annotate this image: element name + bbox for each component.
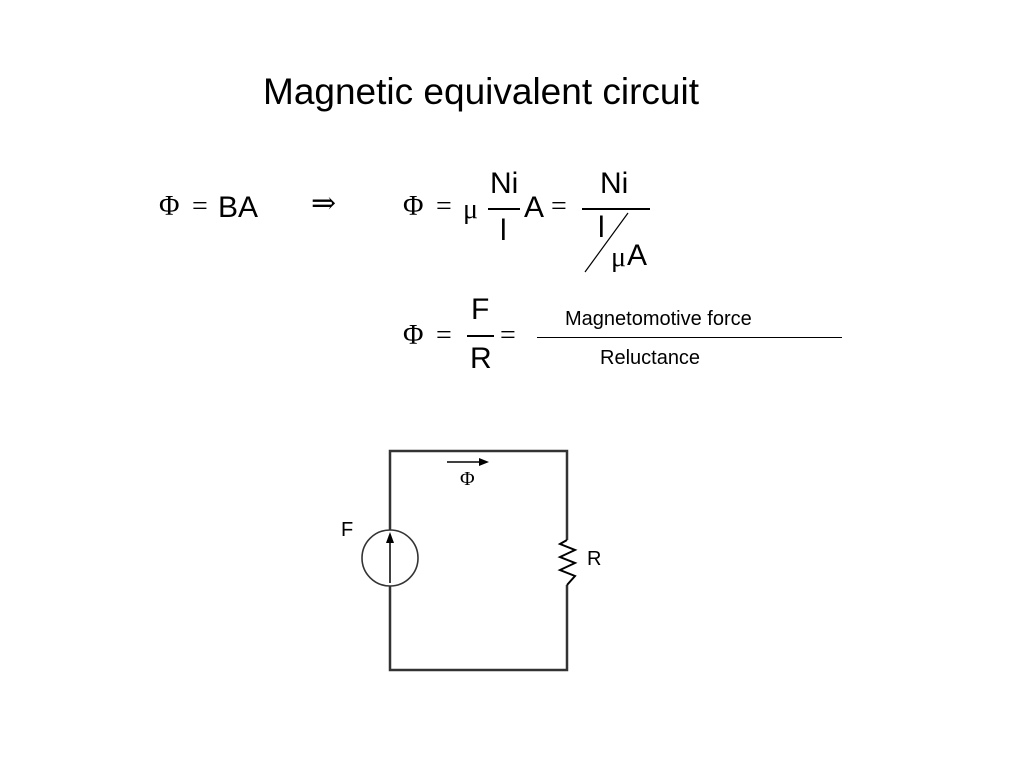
- flux-arrowhead: [479, 458, 489, 466]
- numerator-f: F: [471, 293, 490, 326]
- numerator-ni: Ni: [490, 167, 519, 200]
- equals-sign-2: =: [551, 191, 567, 222]
- inner-numerator-l: l: [598, 211, 605, 244]
- reluctance-label: Reluctance: [600, 347, 701, 369]
- equals-sign: =: [192, 191, 208, 222]
- denominator-l: l: [500, 214, 507, 247]
- equals-sign: =: [436, 320, 452, 351]
- denominator-r: R: [470, 342, 492, 375]
- mu-symbol-2: μ: [611, 242, 627, 273]
- mu-symbol: μ: [463, 194, 479, 225]
- numerator-ni-2: Ni: [600, 167, 629, 200]
- inner-denominator-a: A: [627, 239, 648, 272]
- resistor-label-r: R: [587, 548, 602, 570]
- fraction-bar-2: [582, 208, 650, 210]
- fraction-bar: [488, 208, 520, 210]
- ba-text: BA: [218, 191, 259, 224]
- circuit-wire: [388, 449, 569, 540]
- magnetomotive-force-label: Magnetomotive force: [565, 308, 752, 330]
- area-a: A: [524, 191, 545, 224]
- equals-sign-2: =: [500, 320, 516, 351]
- source-label-f: F: [341, 519, 354, 541]
- phi-symbol: Φ: [403, 191, 424, 222]
- slide-title: Magnetic equivalent circuit: [263, 71, 699, 112]
- phi-symbol: Φ: [159, 191, 180, 222]
- phi-symbol: Φ: [403, 320, 424, 351]
- mmf-source-circle: [361, 529, 419, 587]
- circuit-wire-bottom: [388, 585, 569, 672]
- implies-arrow: ⇒: [311, 187, 337, 220]
- resistor-zigzag: [557, 539, 578, 586]
- flux-label-phi: Φ: [460, 468, 475, 490]
- fraction-bar: [467, 335, 494, 337]
- word-fraction-bar: [537, 337, 842, 339]
- mmf-source-arrowhead: [386, 532, 394, 543]
- equals-sign: =: [436, 191, 452, 222]
